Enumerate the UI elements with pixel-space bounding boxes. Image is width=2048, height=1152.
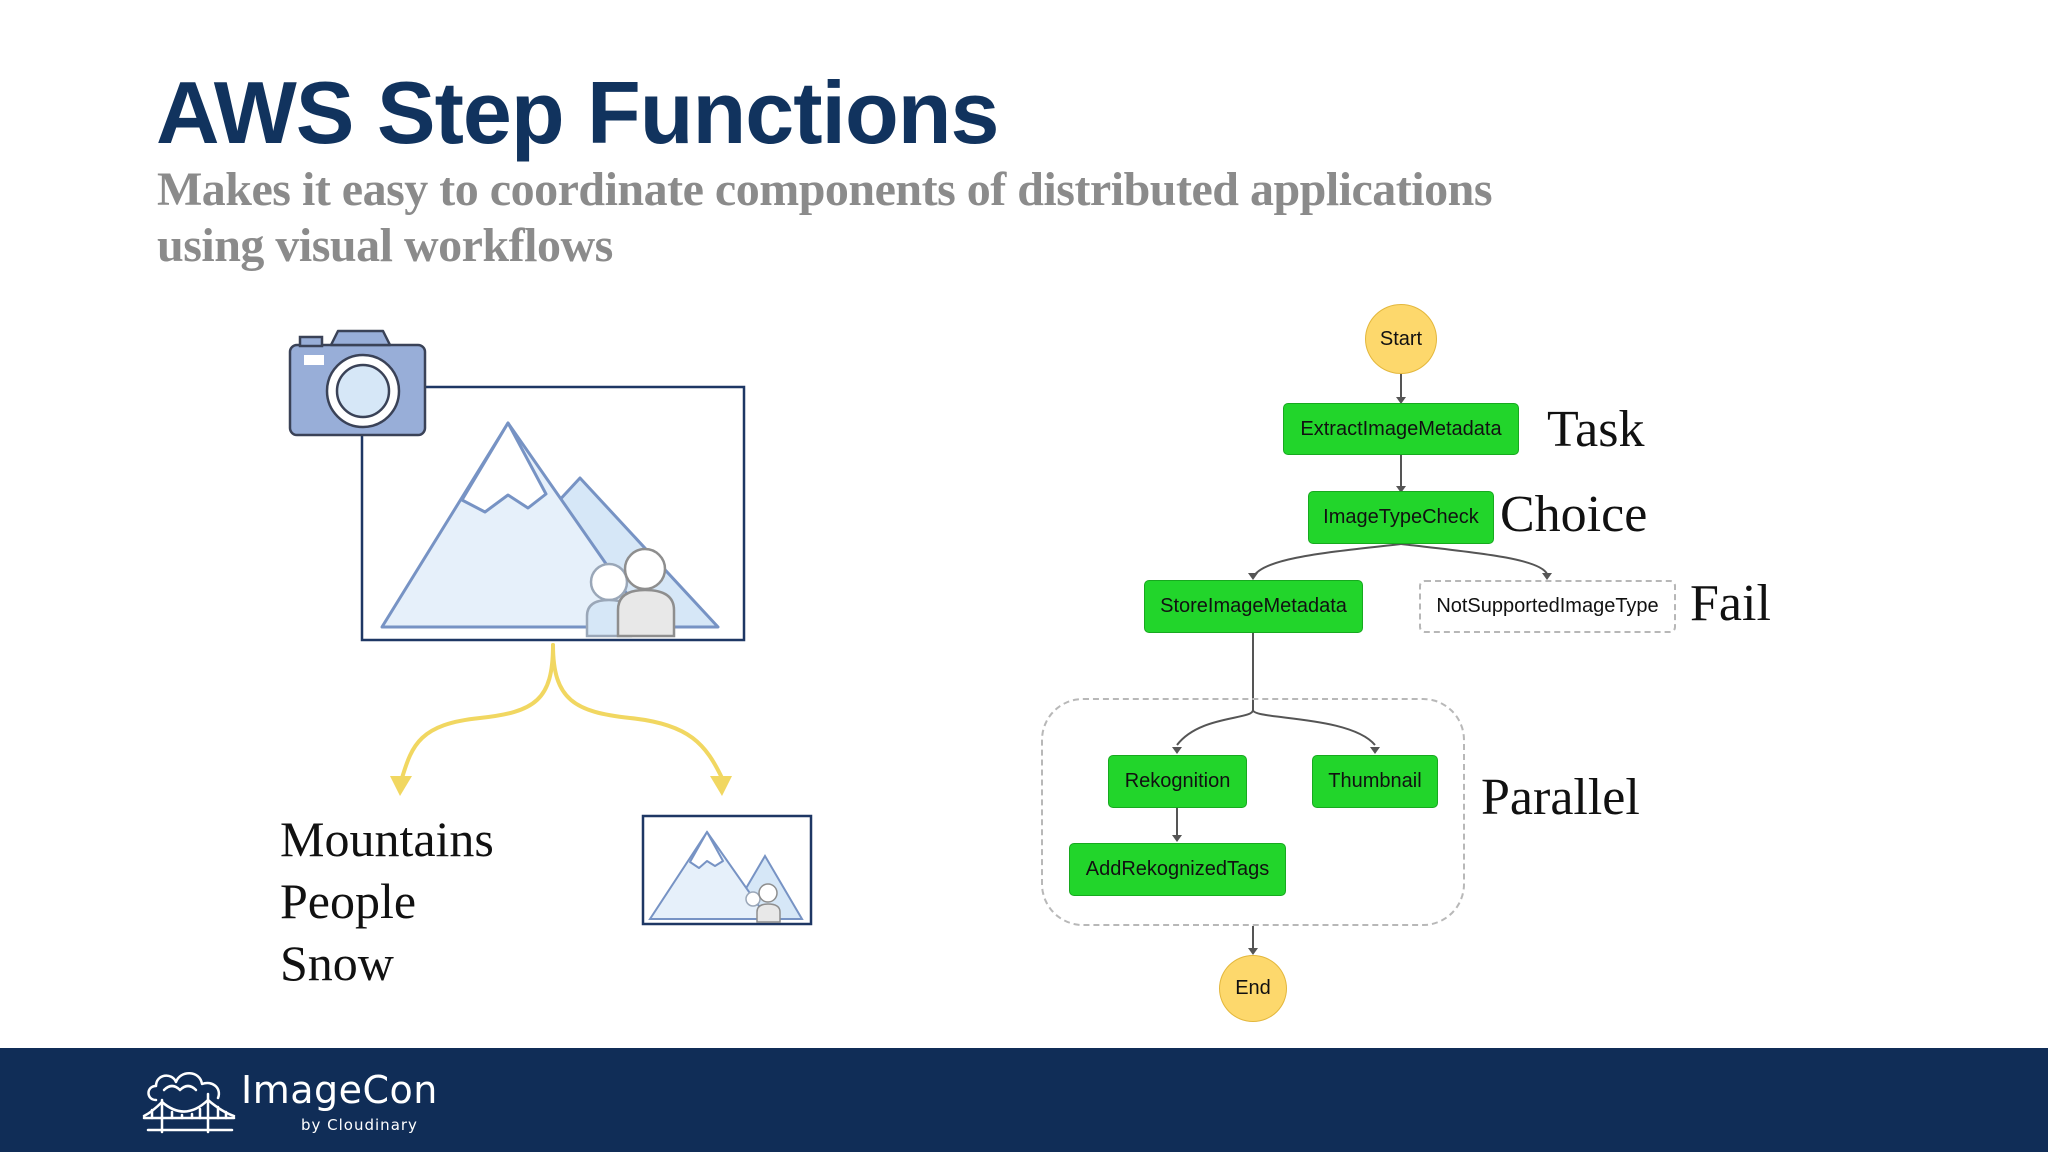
state-start[interactable]: Start — [1365, 304, 1437, 374]
tag-list: Mountains People Snow — [280, 808, 494, 994]
state-thumbnail[interactable]: Thumbnail — [1312, 755, 1438, 808]
state-image-type-check[interactable]: ImageTypeCheck — [1308, 491, 1494, 544]
tag-people: People — [280, 873, 417, 929]
people-icon — [585, 547, 676, 638]
state-add-rekognized-tags[interactable]: AddRekognizedTags — [1069, 843, 1286, 896]
subtitle-line-2: using visual workflows — [157, 219, 613, 272]
imagecon-logo[interactable]: ImageCon by Cloudinary — [142, 1060, 437, 1140]
parallel-group — [1041, 698, 1465, 926]
tag-mountains: Mountains — [280, 811, 494, 867]
state-store-image-metadata[interactable]: StoreImageMetadata — [1144, 580, 1363, 633]
cloud-bridge-icon — [142, 1072, 236, 1134]
footer-bar: ImageCon by Cloudinary — [0, 1048, 2048, 1152]
state-extract-image-metadata[interactable]: ExtractImageMetadata — [1283, 403, 1519, 455]
arrow-head-left — [390, 776, 412, 796]
label-choice: Choice — [1500, 486, 1648, 543]
thumbnail-photo — [641, 814, 813, 926]
slide-subtitle: Makes it easy to coordinate components o… — [157, 162, 1657, 274]
tag-snow: Snow — [280, 935, 394, 991]
label-fail: Fail — [1690, 575, 1771, 632]
label-parallel: Parallel — [1481, 769, 1640, 826]
state-not-supported-image-type[interactable]: NotSupportedImageType — [1419, 580, 1676, 633]
arrow-head-right — [710, 776, 732, 796]
subtitle-line-1: Makes it easy to coordinate components o… — [157, 163, 1493, 216]
state-end[interactable]: End — [1219, 955, 1287, 1022]
image-illustration — [288, 329, 1552, 955]
workflow-edges — [1176, 374, 1548, 948]
mountain-photo — [360, 385, 746, 642]
logo-byline: by Cloudinary — [301, 1116, 418, 1134]
slide-title: AWS Step Functions — [156, 63, 999, 162]
workflow-arrowheads — [1172, 397, 1552, 955]
camera-icon — [288, 329, 427, 437]
logo-brand: ImageCon — [241, 1068, 438, 1112]
state-rekognition[interactable]: Rekognition — [1108, 755, 1247, 808]
split-arrow — [400, 643, 724, 780]
label-task: Task — [1547, 401, 1645, 458]
